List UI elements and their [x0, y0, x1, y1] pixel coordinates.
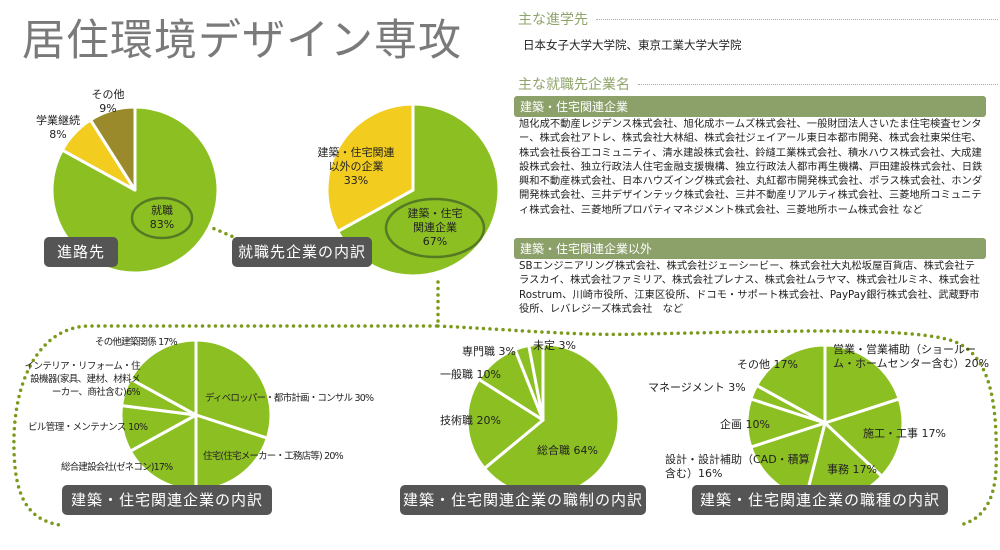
- pie4-slice-1: [465, 377, 545, 470]
- highlight-ring-employment: [130, 196, 194, 240]
- pie3-slice-0: [194, 338, 273, 440]
- pie4-slice-4: [527, 342, 545, 422]
- pie3-label-other: その他建築関係 17%: [95, 337, 178, 348]
- pie4-label-clerical: 一般職 10%: [440, 368, 501, 381]
- label-value: 33%: [343, 174, 369, 187]
- label-name: その他: [91, 88, 125, 101]
- pie5-label-management: マネージメント 3%: [648, 381, 746, 394]
- label-value: 83%: [149, 218, 175, 231]
- group-bar-architecture: 建築・住宅関連企業: [514, 96, 986, 117]
- employers-heading-text: 主な就職先企業名: [518, 77, 630, 93]
- pie3-slice-5: [128, 338, 198, 417]
- pie3-label-building-mgmt: ビル管理・メンテナンス 10%: [28, 422, 148, 433]
- dotted-rule: [596, 18, 998, 20]
- pie3-label-housing: 住宅(住宅メーカー・工務店等) 20%: [203, 451, 344, 462]
- pie2-slice-0: [336, 102, 501, 278]
- pie5-slice-6: [755, 343, 827, 425]
- label-value: 9%: [99, 102, 117, 115]
- pie3-label-interior: インテリア・リフォーム・住設機器(家具、建材、材料メーカー、商社含む)6%: [24, 361, 141, 398]
- pie5-label-sales: 営業・営業補助（ショールーム・ホームセンター含む）20%: [833, 343, 990, 370]
- chart-label-career: 進路先: [44, 237, 118, 267]
- page-title: 居住環境デザイン専攻: [22, 16, 462, 66]
- group-text-architecture: 旭化成不動産レジデンス株式会社、旭化成ホームズ株式会社、一般財団法人さいたま住宅…: [519, 118, 983, 216]
- pie2-slice-1: [325, 102, 415, 233]
- pie4-label-specialist: 専門職 3%: [462, 345, 516, 358]
- pie5-label-office: 事務 17%: [827, 463, 877, 476]
- pie3-label-general-contractor: 総合建設会社(ゼネコン)17%: [61, 462, 173, 473]
- pie5-label-design: 設計・設計補助（CAD・積算含む）16%: [665, 453, 810, 480]
- dotted-frame: [12, 280, 999, 527]
- pie4-label-undecided: 未定 3%: [533, 339, 576, 352]
- label-value: 8%: [49, 128, 67, 141]
- chart-label-job-type: 建築・住宅関連企業の職種の内訳: [692, 485, 948, 515]
- grad-school-heading: 主な進学先: [518, 9, 998, 29]
- label-name: 学業継続: [36, 114, 80, 127]
- label-name: 就職: [151, 204, 173, 217]
- highlight-ring-architecture: [384, 197, 486, 259]
- pie5-label-planning: 企画 10%: [720, 418, 770, 431]
- chart-label-job-system: 建築・住宅関連企業の職制の内訳: [400, 485, 646, 515]
- pie3-label-developer: ディベロッパー・都市計画・コンサル 30%: [205, 393, 374, 404]
- group-text-other: SBエンジニアリング株式会社、株式会社ジェーシービー、株式会社大丸松坂屋百貨店、…: [519, 260, 980, 315]
- pie4-label-career-track: 総合職 64%: [537, 444, 598, 457]
- grad-school-list: 日本女子大学大学院、東京工業大学大学院: [523, 38, 742, 52]
- dotted-rule: [638, 83, 998, 85]
- pie5-label-other: その他 17%: [737, 358, 798, 371]
- pie5-label-construction: 施工・工事 17%: [863, 427, 946, 440]
- label-value: 67%: [422, 235, 448, 248]
- employers-heading: 主な就職先企業名: [518, 74, 998, 94]
- pie5-slice-1: [823, 397, 905, 478]
- grad-school-heading-text: 主な進学先: [518, 12, 588, 28]
- pie4-label-technical: 技術職 20%: [440, 414, 501, 427]
- group-bar-other: 建築・住宅関連企業以外: [514, 238, 986, 259]
- chart-label-architecture-breakdown: 建築・住宅関連企業の内訳: [62, 485, 272, 515]
- pie1-slice-2: [89, 105, 137, 192]
- chart-label-employer-breakdown: 就職先企業の内訳: [232, 237, 372, 267]
